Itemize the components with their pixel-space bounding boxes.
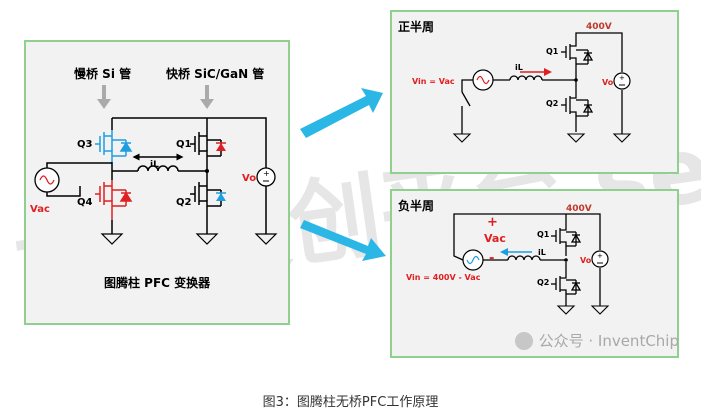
neg-q2-label: Q2 bbox=[537, 278, 549, 287]
neg-ac-source bbox=[462, 249, 484, 271]
neg-vin-label: Vin = 400V - Vac bbox=[406, 273, 481, 282]
neg-ground-2 bbox=[590, 305, 610, 315]
neg-vac-label: Vac bbox=[484, 232, 506, 245]
neg-inductor bbox=[507, 255, 566, 261]
pos-q2-label: Q2 bbox=[546, 99, 558, 108]
q3-label: Q3 bbox=[77, 139, 93, 150]
neg-q1-mosfet bbox=[551, 226, 582, 256]
pos-ground-2 bbox=[566, 133, 586, 143]
q2-mosfet bbox=[190, 180, 222, 220]
ac-source bbox=[34, 167, 60, 193]
pos-q1-label: Q1 bbox=[546, 47, 559, 56]
svg-text:+: + bbox=[263, 169, 270, 178]
neg-q1-label: Q1 bbox=[537, 230, 550, 239]
inductor bbox=[112, 165, 207, 172]
q3-mosfet bbox=[95, 130, 133, 162]
negative-panel-title: 负半周 bbox=[398, 198, 434, 213]
q2-label: Q2 bbox=[176, 197, 192, 208]
vac-label: Vac bbox=[30, 204, 50, 215]
pos-ac-source bbox=[472, 69, 494, 91]
wechat-icon bbox=[514, 331, 533, 350]
pos-q1-mosfet bbox=[561, 42, 594, 80]
q1-label: Q1 bbox=[176, 139, 192, 150]
pos-inductor bbox=[509, 75, 576, 81]
q4-label: Q4 bbox=[77, 197, 93, 208]
pos-q2-mosfet bbox=[561, 84, 594, 132]
positive-half-circuit: 正半周 400V Q1 bbox=[398, 19, 632, 143]
neg-ground-1 bbox=[556, 305, 576, 315]
slow-bridge-pointer bbox=[97, 85, 111, 109]
svg-text:+: + bbox=[597, 252, 603, 260]
pos-vo-label: Vo bbox=[602, 78, 614, 87]
pos-output-source: + bbox=[613, 72, 631, 90]
neg-vo-label: Vo bbox=[580, 256, 592, 265]
pos-il-label: iL bbox=[515, 63, 523, 72]
pos-vin-label: Vin = Vac bbox=[412, 77, 455, 86]
pos-switch bbox=[461, 91, 471, 107]
slow-bridge-label: 慢桥 Si 管 bbox=[74, 66, 131, 81]
figure-caption: 图3：图腾柱无桥PFC工作原理 bbox=[262, 395, 439, 410]
neg-output-source: + bbox=[591, 250, 609, 268]
positive-voltage-label: 400V bbox=[586, 22, 612, 32]
q1-mosfet bbox=[190, 130, 222, 162]
ground-symbol-mid bbox=[195, 233, 219, 245]
ground-symbol-right bbox=[254, 233, 278, 245]
q1-diode bbox=[216, 142, 226, 151]
neg-il-label: iL bbox=[538, 248, 546, 257]
neg-q2-mosfet bbox=[551, 262, 582, 306]
il-label: iL bbox=[150, 160, 159, 170]
ground-symbol-left bbox=[100, 233, 124, 245]
positive-half-cycle-panel bbox=[390, 10, 679, 174]
pos-ground-1 bbox=[452, 133, 472, 143]
pos-ground-3 bbox=[612, 133, 632, 143]
arrow-to-positive bbox=[300, 88, 383, 138]
neg-plus-sign: + bbox=[487, 215, 498, 230]
q4-mosfet bbox=[95, 180, 133, 220]
positive-panel-title: 正半周 bbox=[398, 19, 434, 34]
negative-voltage-label: 400V bbox=[566, 204, 592, 214]
neg-minus-sign: - bbox=[489, 251, 494, 266]
arrow-to-negative bbox=[300, 220, 386, 261]
left-panel-title: 图腾柱 PFC 变换器 bbox=[104, 275, 211, 290]
fast-bridge-pointer bbox=[200, 85, 214, 109]
negative-half-cycle-panel bbox=[390, 189, 679, 358]
wechat-watermark-text: 公众号 · InventChip bbox=[538, 332, 679, 350]
vo-label: Vo bbox=[242, 173, 256, 184]
left-circuit: 慢桥 Si 管 快桥 SiC/GaN 管 bbox=[30, 66, 278, 290]
output-voltage-source: + bbox=[256, 167, 276, 187]
q2-diode bbox=[216, 192, 226, 201]
wechat-watermark: 公众号 · InventChip bbox=[514, 330, 679, 351]
left-panel-totem-pole bbox=[24, 40, 290, 325]
fast-bridge-label: 快桥 SiC/GaN 管 bbox=[166, 66, 264, 81]
svg-text:+: + bbox=[619, 74, 625, 82]
negative-half-circuit: 负半周 400V + Vac - Q1 bbox=[398, 198, 610, 315]
